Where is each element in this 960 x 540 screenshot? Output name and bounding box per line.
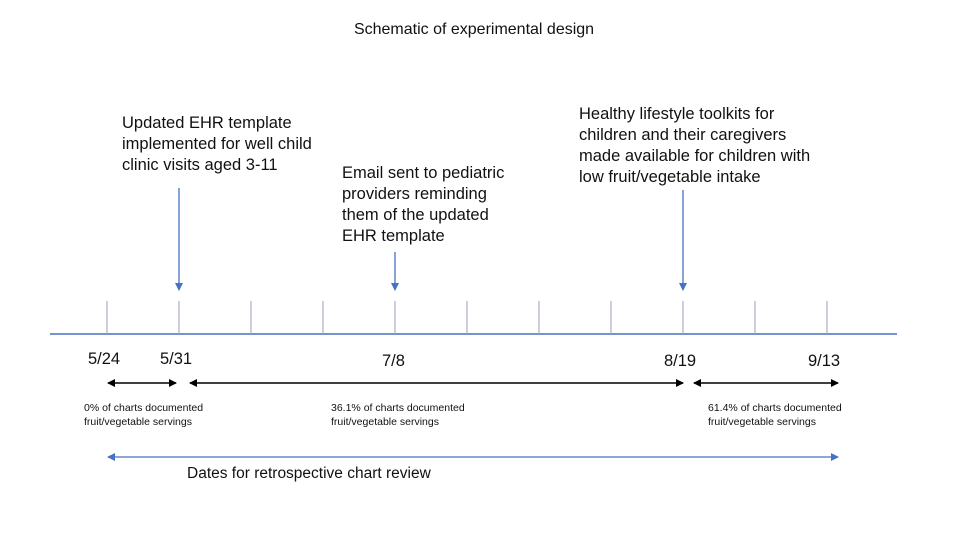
date-label: 5/24 <box>88 350 121 368</box>
date-label: 5/31 <box>160 350 193 368</box>
timeline-ticks <box>106 301 828 334</box>
annotation-ehr-template: Updated EHR template implemented for wel… <box>122 114 312 174</box>
annotation-toolkits: Healthy lifestyle toolkits for children … <box>579 105 811 186</box>
annotation-email-reminder: Email sent to pediatric providers remind… <box>342 164 505 245</box>
period-stat-template: 36.1% of charts documented fruit/vegetab… <box>331 402 465 428</box>
date-label: 7/8 <box>382 352 405 370</box>
diagram-title: Schematic of experimental design <box>353 21 595 38</box>
date-label: 8/19 <box>664 352 697 370</box>
period-stat-baseline: 0% of charts documented fruit/vegetable … <box>84 402 204 428</box>
period-stat-toolkits: 61.4% of charts documented fruit/vegetab… <box>708 402 842 428</box>
review-caption: Dates for retrospective chart review <box>187 465 431 482</box>
date-label: 9/13 <box>808 352 841 370</box>
